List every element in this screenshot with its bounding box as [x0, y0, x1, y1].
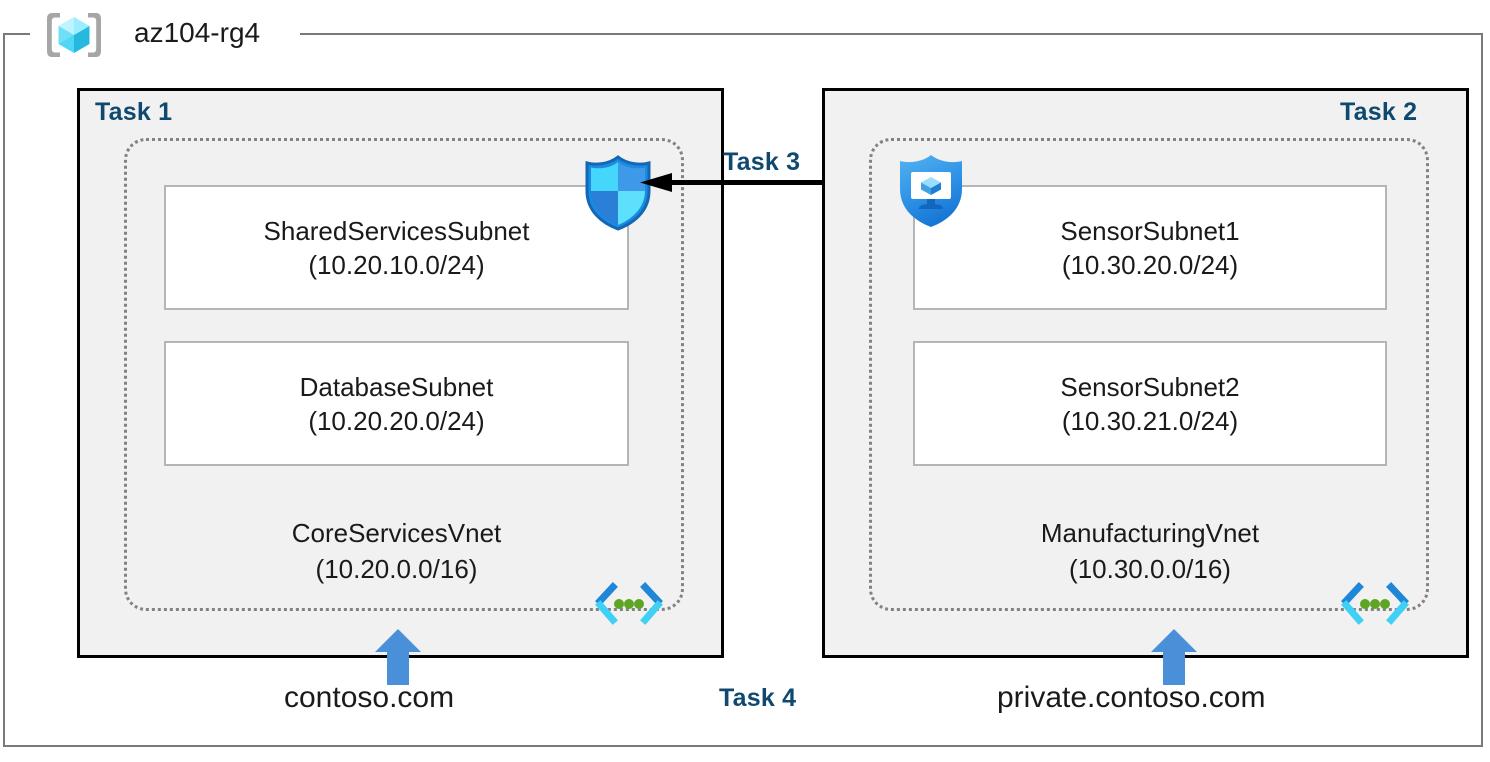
subnet-cidr: (10.20.20.0/24)	[308, 405, 485, 436]
core-services-vnet-name: CoreServicesVnet (10.20.0.0/16)	[164, 515, 629, 587]
virtual-network-icon	[594, 581, 664, 627]
manufacturing-vnet-boundary	[869, 138, 1429, 611]
vnet-name-text: CoreServicesVnet	[291, 518, 502, 548]
database-subnet-box: DatabaseSubnet (10.20.20.0/24)	[164, 341, 629, 466]
vnet-name-text: ManufacturingVnet	[1040, 518, 1260, 548]
sensor-subnet-2-box: SensorSubnet2 (10.30.21.0/24)	[913, 341, 1387, 466]
virtual-network-icon	[1340, 581, 1410, 627]
shared-services-subnet-box: SharedServicesSubnet (10.20.10.0/24)	[164, 185, 629, 310]
manufacturing-vnet-name: ManufacturingVnet (10.30.0.0/16)	[913, 515, 1387, 587]
azure-resource-group-icon	[44, 10, 104, 60]
resource-group-frame	[3, 33, 1483, 747]
dns-zone-label-contoso: contoso.com	[284, 681, 455, 714]
task-1-label: Task 1	[95, 98, 173, 126]
vnet-cidr-text: (10.20.0.0/16)	[315, 554, 478, 584]
subnet-cidr: (10.20.10.0/24)	[308, 249, 485, 280]
subnet-name: SharedServicesSubnet	[263, 215, 530, 246]
subnet-name: SensorSubnet1	[1060, 215, 1240, 246]
dns-zone-label-private-contoso: private.contoso.com	[997, 681, 1266, 714]
sensor-subnet-1-box: SensorSubnet1 (10.30.20.0/24)	[913, 185, 1387, 310]
subnet-cidr: (10.30.21.0/24)	[1061, 405, 1239, 436]
task-3-label: Task 3	[723, 148, 801, 176]
task-4-label: Task 4	[719, 684, 797, 712]
vnet-cidr-text: (10.30.0.0/16)	[1069, 554, 1231, 584]
subnet-cidr: (10.30.20.0/24)	[1061, 249, 1239, 280]
up-arrow-icon	[375, 629, 421, 685]
task-2-label: Task 2	[1340, 98, 1418, 126]
network-security-group-shield-icon	[582, 155, 654, 231]
core-services-vnet-boundary	[124, 138, 684, 611]
resource-group-name: az104-rg4	[134, 17, 261, 48]
up-arrow-icon	[1151, 629, 1197, 685]
bastion-protected-vm-shield-icon	[895, 153, 967, 229]
subnet-name: SensorSubnet2	[1060, 371, 1240, 402]
subnet-name: DatabaseSubnet	[299, 371, 494, 402]
